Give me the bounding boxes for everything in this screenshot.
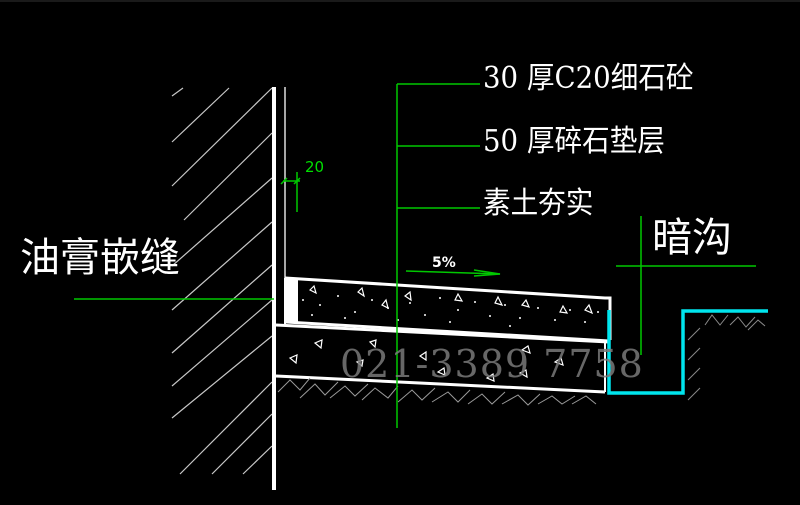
wall-hatch xyxy=(171,87,273,475)
leader-lines xyxy=(74,83,756,428)
concrete-dots xyxy=(302,295,599,327)
callout-compacted-soil: 素土夯实 xyxy=(483,186,594,221)
sealant-joint xyxy=(286,278,298,322)
dimension-value: 20 xyxy=(305,158,325,176)
drain-channel-edge xyxy=(607,309,768,395)
slope-value: 5% xyxy=(432,255,456,271)
soil-hatch xyxy=(277,377,597,406)
aggregate-marks xyxy=(288,284,594,382)
label-hidden-drain: 暗沟 xyxy=(652,215,732,261)
gravel-layer xyxy=(275,323,610,394)
drain-hatch xyxy=(687,314,766,401)
callout-gravel-layer: 50 厚碎石垫层 xyxy=(483,124,665,159)
watermark-phone: 021-3389 7758 xyxy=(340,342,644,386)
label-sealant-joint: 油膏嵌缝 xyxy=(20,235,180,281)
callout-concrete-layer: 30 厚C20细石砼 xyxy=(483,61,694,96)
